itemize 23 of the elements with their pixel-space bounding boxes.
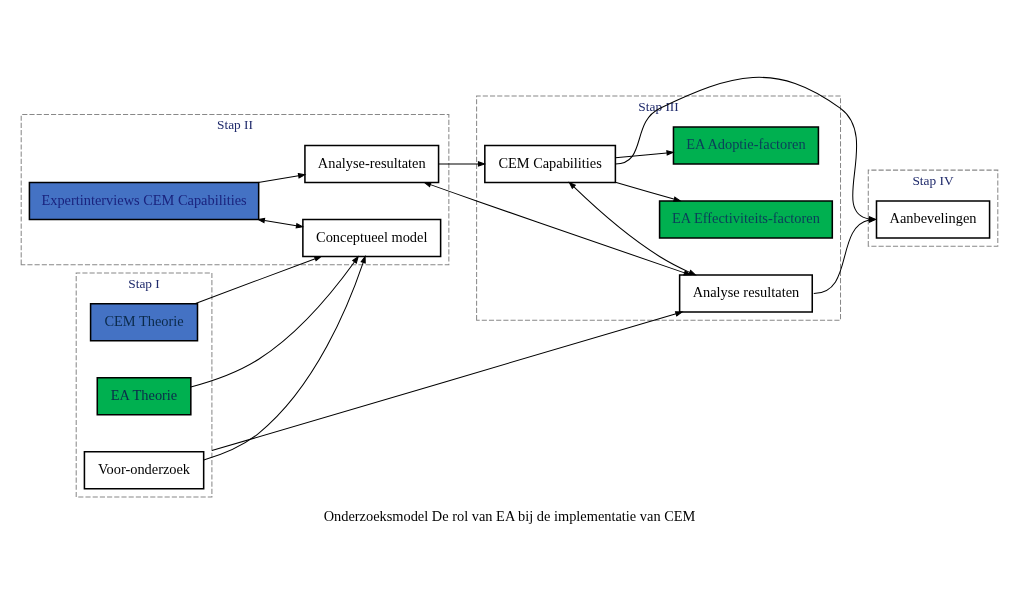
arrow [190,255,360,388]
arrow [211,310,684,451]
arrow [438,160,487,167]
arrow [423,181,692,275]
node-box: Analyse resultaten [678,273,813,313]
node-box: CEM Capabilities [484,144,617,183]
node-box: Voor-onderzoek [83,450,205,490]
node-box: EA Theorie [96,376,192,416]
arrow [194,255,323,304]
node-box: CEM Theorie [89,302,199,342]
node-box: Aanbevelingen [875,199,991,239]
node-box: Expertinterviews CEM Capabilities [28,181,260,220]
arrow [568,180,697,276]
arrow [614,181,682,202]
arrow [203,254,366,460]
node-box: EA Effectiviteits-factoren [658,199,834,239]
caption: Onderzoeksmodel De rol van EA bij de implementatie van CEM [323,507,696,524]
node-box: Analyse-resultaten [304,144,440,183]
arrow [257,172,307,183]
arrow [256,217,305,229]
arrow [614,149,675,158]
node-box: Conceptueel model [302,218,442,257]
node-box: EA Adoptie-factoren [672,125,820,165]
